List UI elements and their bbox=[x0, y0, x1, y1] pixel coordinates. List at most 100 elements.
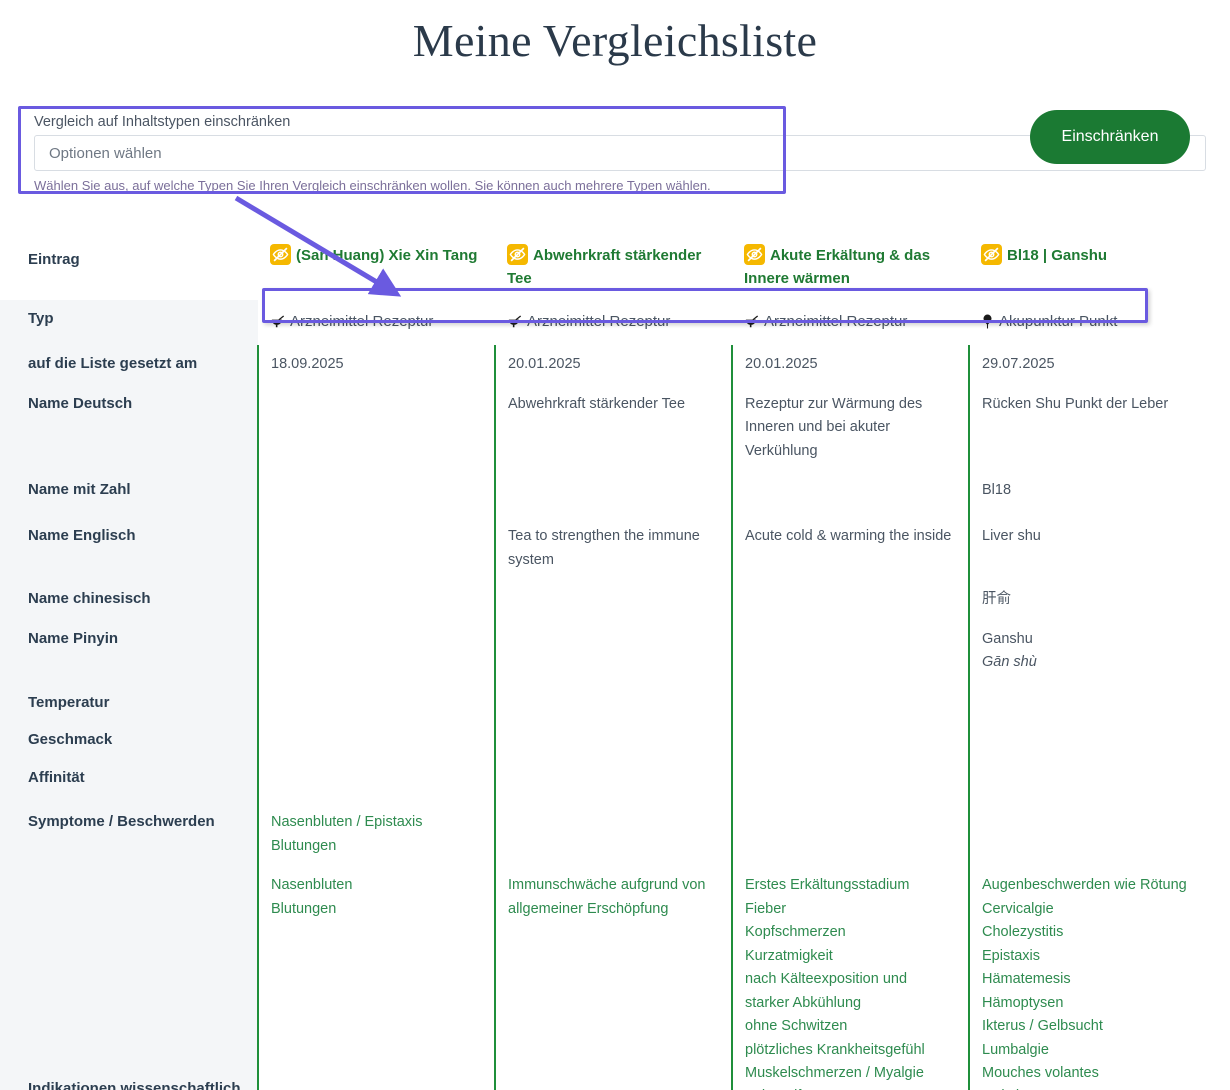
list-item: Augenbeschwerden wie Rötung bbox=[982, 877, 1187, 894]
table-row-affinity: Affinität bbox=[0, 759, 1230, 804]
cell-name-cn-0 bbox=[257, 580, 495, 620]
row-label-affinity: Affinität bbox=[0, 759, 258, 804]
cell-name-de-3: Rücken Shu Punkt der Leber bbox=[968, 384, 1230, 472]
cell-typ-3: Akupunktur Punkt bbox=[969, 299, 1230, 346]
list-item: Lumbalgie bbox=[982, 1041, 1049, 1058]
cell-name-de-0 bbox=[257, 384, 495, 472]
list-item: Ikterus / Gelbsucht bbox=[982, 1018, 1103, 1035]
row-label-taste: Geschmack bbox=[0, 721, 258, 760]
table-row-date-added: auf die Liste gesetzt am 18.09.2025 20.0… bbox=[0, 345, 1230, 385]
cell-name-pinyin-1 bbox=[494, 619, 732, 684]
list-item: Blutungen bbox=[271, 837, 337, 854]
cell-temperature-0 bbox=[257, 683, 495, 722]
list-item: Schüttelfrost bbox=[745, 1085, 954, 1090]
list-item: Opisthotonus bbox=[982, 1085, 1216, 1090]
cell-temperature-3 bbox=[968, 683, 1230, 722]
cell-name-number-3: Bl18 bbox=[968, 471, 1230, 518]
select-placeholder: Optionen wählen bbox=[49, 145, 162, 162]
column-header-3[interactable]: Bl18 | Ganshu bbox=[969, 232, 1230, 300]
cell-name-en-3: Liver shu bbox=[968, 517, 1230, 581]
row-label-name-number: Name mit Zahl bbox=[0, 471, 258, 518]
row-label-name-cn: Name chinesisch bbox=[0, 580, 258, 620]
cell-name-cn-1 bbox=[494, 580, 732, 620]
list-item: ohne Schwitzen bbox=[745, 1018, 848, 1035]
cell-typ-label-0: Arzneimittel Rezeptur bbox=[290, 312, 434, 330]
table-row-name-de: Name Deutsch Abwehrkraft stärkender Tee … bbox=[0, 384, 1230, 472]
cell-symptoms-3 bbox=[968, 803, 1230, 867]
map-pin-icon bbox=[981, 313, 994, 337]
cell-affinity-3 bbox=[968, 759, 1230, 804]
cell-temperature-1 bbox=[494, 683, 732, 722]
comparison-table: Eintrag (San Huang) Xie Xin Tang Abwehrk… bbox=[0, 232, 1230, 1090]
mortar-pestle-icon bbox=[744, 313, 759, 337]
cell-typ-2: Arzneimittel Rezeptur bbox=[732, 299, 969, 346]
content-type-select[interactable]: Optionen wählen bbox=[34, 135, 1206, 171]
pinyin-plain-3: Ganshu bbox=[982, 630, 1033, 647]
cell-indications-1: Immunschwäche aufgrund von allgemeiner E… bbox=[494, 866, 732, 1090]
cell-affinity-2 bbox=[731, 759, 969, 804]
table-row-name-en: Name Englisch Tea to strengthen the immu… bbox=[0, 517, 1230, 581]
cell-symptoms-1 bbox=[494, 803, 732, 867]
cell-name-en-2: Acute cold & warming the inside bbox=[731, 517, 969, 581]
content-type-filter: Vergleich auf Inhaltstypen einschränken … bbox=[18, 106, 1214, 194]
cell-name-de-2: Rezeptur zur Wärmung des Inneren und bei… bbox=[731, 384, 969, 472]
list-item: Kurzatmigkeit bbox=[745, 947, 833, 964]
row-label-date-added: auf die Liste gesetzt am bbox=[0, 345, 258, 385]
cell-typ-label-3: Akupunktur Punkt bbox=[999, 312, 1118, 330]
cell-typ-0: Arzneimittel Rezeptur bbox=[258, 299, 495, 346]
mortar-pestle-icon bbox=[270, 313, 285, 337]
column-header-title-3: Bl18 | Ganshu bbox=[1007, 247, 1108, 264]
list-item: Blutungen bbox=[271, 900, 337, 917]
cell-name-number-1 bbox=[494, 471, 732, 518]
row-label-temperature: Temperatur bbox=[0, 683, 258, 722]
row-label-indications: Indikationen wissenschaftlich bbox=[0, 866, 258, 1090]
cell-name-en-1: Tea to strengthen the immune system bbox=[494, 517, 732, 581]
cell-typ-label-1: Arzneimittel Rezeptur bbox=[527, 312, 671, 330]
row-label-name-en: Name Englisch bbox=[0, 517, 258, 581]
cell-affinity-1 bbox=[494, 759, 732, 804]
list-item: Epistaxis bbox=[982, 947, 1041, 964]
row-label-typ: Typ bbox=[0, 299, 258, 346]
list-item: Hämatemesis bbox=[982, 971, 1071, 988]
eye-slash-icon bbox=[507, 244, 528, 265]
cell-typ-1: Arzneimittel Rezeptur bbox=[495, 299, 732, 346]
column-header-1[interactable]: Abwehrkraft stärkender Tee bbox=[495, 232, 732, 300]
cell-date-2: 20.01.2025 bbox=[731, 345, 969, 385]
list-item: Fieber bbox=[745, 900, 787, 917]
comparison-table-wrapper: Eintrag (San Huang) Xie Xin Tang Abwehrk… bbox=[0, 232, 1230, 1090]
cell-date-1: 20.01.2025 bbox=[494, 345, 732, 385]
list-item: Cervicalgie bbox=[982, 900, 1054, 917]
column-header-title-2: Akute Erkältung & das Innere wärmen bbox=[744, 247, 931, 288]
restrict-button[interactable]: Einschränken bbox=[1030, 110, 1190, 164]
cell-name-cn-3: 肝俞 bbox=[968, 580, 1230, 620]
filter-help-text: Wählen Sie aus, auf welche Typen Sie Ihr… bbox=[34, 178, 711, 193]
cell-name-pinyin-2 bbox=[731, 619, 969, 684]
column-header-2[interactable]: Akute Erkältung & das Innere wärmen bbox=[732, 232, 969, 300]
cell-name-number-0 bbox=[257, 471, 495, 518]
column-header-title-0: (San Huang) Xie Xin Tang bbox=[296, 247, 478, 264]
list-item: Erstes Erkältungsstadium bbox=[745, 877, 910, 894]
table-row-taste: Geschmack bbox=[0, 721, 1230, 760]
cell-name-pinyin-3: Ganshu Gān shù bbox=[968, 619, 1230, 684]
list-item: Muskelschmerzen / Myalgie bbox=[745, 1065, 924, 1081]
eye-slash-icon bbox=[270, 244, 291, 265]
cell-name-pinyin-0 bbox=[257, 619, 495, 684]
pinyin-tone-3: Gān shù bbox=[982, 654, 1037, 671]
table-row-name-pinyin: Name Pinyin Ganshu Gān shù bbox=[0, 619, 1230, 684]
cell-name-en-0 bbox=[257, 517, 495, 581]
cell-symptoms-2 bbox=[731, 803, 969, 867]
list-item: plötzliches Krankheitsgefühl bbox=[745, 1041, 925, 1058]
cell-taste-0 bbox=[257, 721, 495, 760]
column-header-0[interactable]: (San Huang) Xie Xin Tang bbox=[258, 232, 495, 300]
table-row-symptoms: Symptome / Beschwerden Nasenbluten / Epi… bbox=[0, 803, 1230, 867]
cell-date-0: 18.09.2025 bbox=[257, 345, 495, 385]
cell-date-3: 29.07.2025 bbox=[968, 345, 1230, 385]
table-header-row: Eintrag (San Huang) Xie Xin Tang Abwehrk… bbox=[0, 232, 1230, 300]
row-label-eintrag: Eintrag bbox=[0, 232, 258, 300]
cell-taste-3 bbox=[968, 721, 1230, 760]
